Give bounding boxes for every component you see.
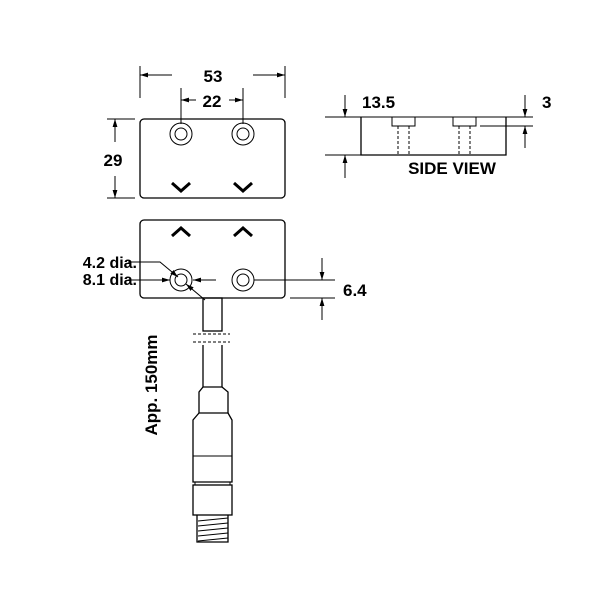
dim-29: 29 xyxy=(104,151,123,170)
cable-connector: App. 150mm xyxy=(142,297,233,543)
outer-diameter-label: 8.1 dia. xyxy=(83,272,137,289)
inner-diameter-label: 4.2 dia. xyxy=(83,255,137,272)
chevron-down-icon xyxy=(171,181,253,194)
chevron-up-icon xyxy=(171,225,253,238)
dim-53: 53 xyxy=(204,67,223,86)
dim-22: 22 xyxy=(203,92,222,111)
top-view: 53 22 29 xyxy=(104,66,286,199)
side-view-label: SIDE VIEW xyxy=(408,159,497,178)
side-view: 13.5 3 SIDE VIEW xyxy=(325,93,551,178)
cable-length-label: App. 150mm xyxy=(142,334,161,435)
dim-3: 3 xyxy=(542,93,551,112)
dim-13-5: 13.5 xyxy=(362,93,395,112)
bottom-view: 4.2 dia. 8.1 dia. 6.4 xyxy=(83,219,367,320)
dim-6-4: 6.4 xyxy=(343,281,367,300)
